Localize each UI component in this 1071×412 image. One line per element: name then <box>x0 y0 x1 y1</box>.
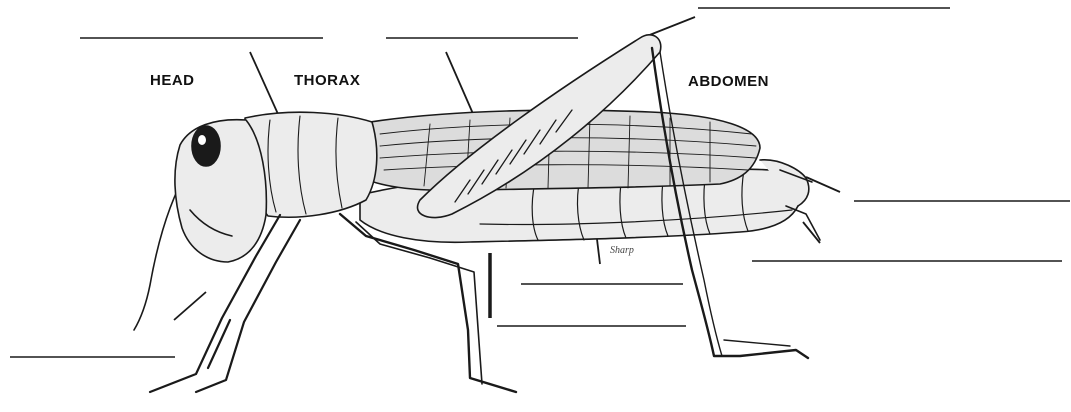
pointer-cerci <box>806 177 840 192</box>
pointer-leg <box>174 292 206 320</box>
pointer-femur <box>647 17 695 36</box>
artist-signature: Sharp <box>610 245 634 256</box>
pointer-forewing <box>446 52 474 116</box>
pointer-thorax <box>250 52 278 114</box>
label-head: HEAD <box>150 72 195 89</box>
head <box>175 120 266 262</box>
compound-eye <box>192 126 220 166</box>
label-abdomen: ABDOMEN <box>688 73 769 90</box>
hind-tarsus <box>724 340 790 346</box>
label-thorax: THORAX <box>294 72 360 89</box>
eye-highlight <box>198 135 206 145</box>
